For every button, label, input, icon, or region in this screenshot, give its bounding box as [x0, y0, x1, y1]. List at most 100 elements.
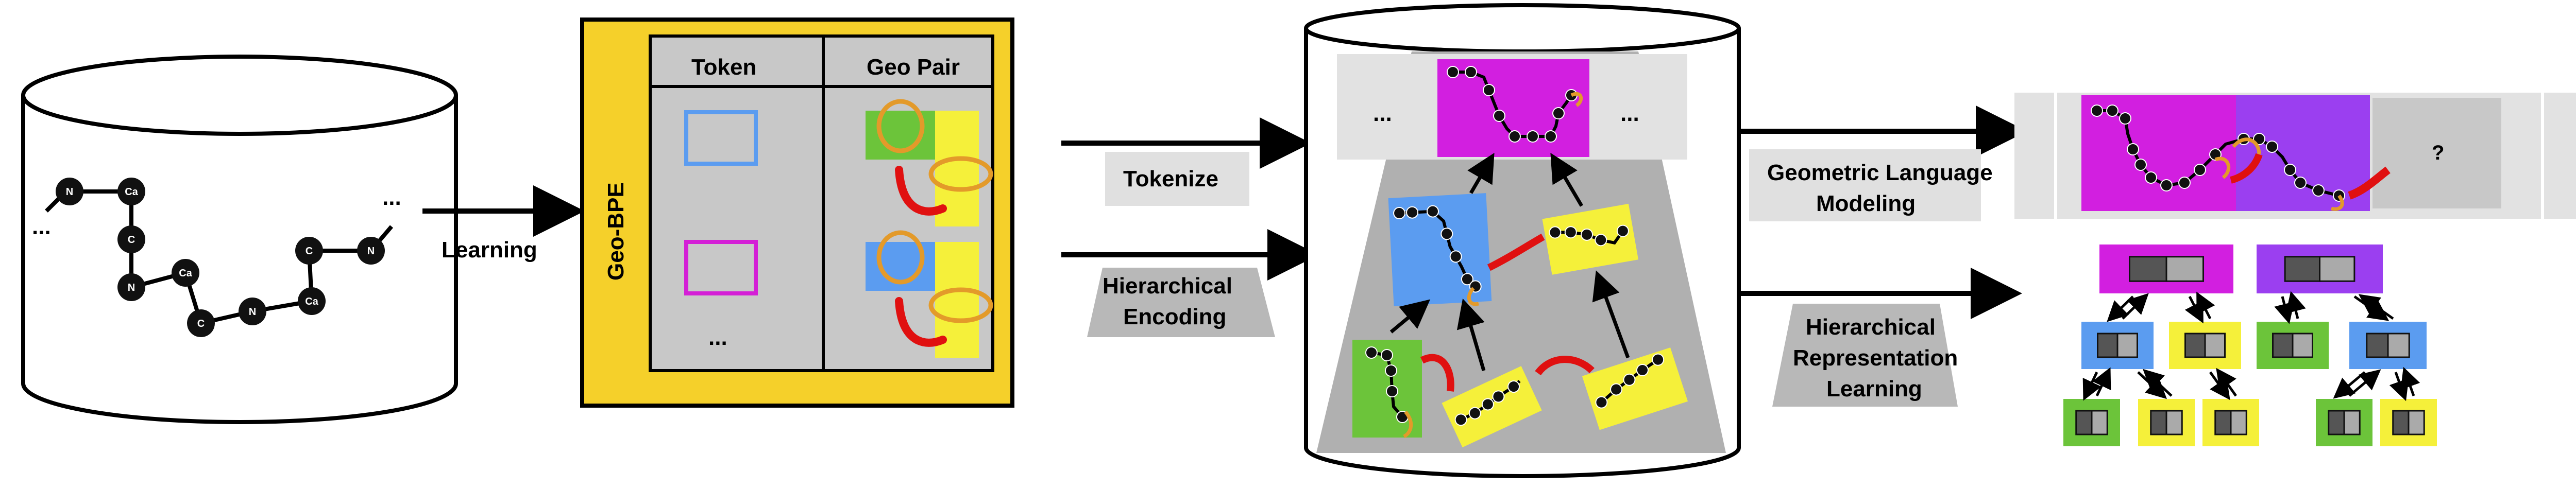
atom-dot [1454, 413, 1467, 426]
tree-leaf-yellow-3 [2380, 399, 2437, 446]
atom-dot [1483, 84, 1495, 96]
atom-label: N [128, 282, 135, 293]
atom-N: N [357, 237, 385, 265]
tree-leaf-green-2 [2316, 399, 2372, 446]
atom-dot [1365, 346, 1378, 359]
representation-tree [2063, 244, 2437, 446]
masked-token-question-mark: ? [2432, 142, 2444, 164]
atom-dot [1406, 206, 1419, 219]
atom-dot [2106, 104, 2119, 117]
atom-dot [1447, 66, 1459, 78]
tree-node-magenta [2099, 244, 2233, 293]
tree-leaf-green [2063, 399, 2120, 446]
atom-dot [1509, 130, 1521, 143]
hierarchy-ellipsis-left: ... [1373, 101, 1392, 126]
tree-node-green [2257, 322, 2329, 369]
tree-node-yellow [2169, 322, 2241, 369]
learning-label: Learning [442, 237, 537, 263]
atom-label: C [197, 318, 205, 329]
atom-dot [1381, 349, 1393, 361]
atom-dot [1623, 373, 1636, 386]
tree-node-blue-2 [2349, 322, 2427, 369]
tokenize-label: Tokenize [1123, 166, 1218, 191]
tokenize-label-box [1105, 152, 1249, 206]
atom-dot [1507, 380, 1520, 393]
token-ellipsis: ... [708, 325, 727, 350]
atom-Ca: Ca [298, 287, 326, 315]
atom-dot [2160, 179, 2173, 191]
hrl-label-1: Hierarchical [1806, 315, 1936, 340]
token-blue [684, 110, 758, 166]
atom-dot [1549, 226, 1562, 239]
atom-dot [1581, 228, 1594, 241]
atom-dot [2127, 143, 2139, 155]
atom-label: Ca [179, 268, 192, 279]
atom-N: N [239, 298, 266, 325]
tree-node-blue [2081, 322, 2154, 369]
sequence-token-masked [2372, 98, 2501, 208]
token-magenta [684, 240, 758, 295]
geo-pair-2 [866, 230, 993, 358]
yellow-token-lower-left [1442, 366, 1542, 448]
glm-label-2: Modeling [1816, 191, 1916, 216]
atom-C: C [295, 237, 323, 265]
yellow-token-lower-right [1582, 347, 1688, 430]
atom-dot [1652, 353, 1665, 366]
atom-label: N [367, 246, 375, 257]
atom-dot [1426, 205, 1439, 218]
atom-dot [1393, 207, 1406, 220]
atom-dot [2284, 164, 2296, 176]
atom-C: C [187, 309, 215, 337]
hierarchy-cylinder: ... ... [1304, 3, 1741, 478]
atom-dot [1616, 224, 1629, 237]
atom-dot [1493, 110, 1505, 122]
yellow-token-upper [1542, 203, 1638, 275]
atom-dot [1492, 390, 1505, 403]
tree-leaf-yellow [2138, 399, 2195, 446]
atom-dot [1610, 383, 1623, 396]
geo-pair-1 [866, 99, 993, 226]
atom-Ca: Ca [172, 259, 199, 287]
glm-label-box [1749, 149, 1981, 221]
atom-label: N [66, 186, 73, 198]
atom-dot [1636, 363, 1649, 376]
db-ellipsis-left: ... [32, 214, 51, 239]
atom-dot [1552, 107, 1565, 119]
top-magenta-token [1437, 59, 1589, 157]
hrl-label-box [1772, 304, 1958, 407]
hierarchy-ellipsis-right: ... [1620, 101, 1639, 126]
atom-dot [1595, 234, 1607, 247]
db-ellipsis-right: ... [382, 185, 401, 210]
atom-label: Ca [305, 296, 318, 307]
column-geo-pair-header: Geo Pair [867, 55, 960, 80]
token-sequence: ? [2014, 93, 2576, 219]
atom-dot [1527, 130, 1539, 143]
atom-label: C [128, 234, 135, 246]
atom-dot [1468, 407, 1481, 420]
atom-dot [1465, 66, 1477, 78]
atom-dot [2091, 104, 2103, 117]
atom-dot [1461, 273, 1473, 286]
atom-dot [2312, 184, 2325, 197]
atom-label: Ca [125, 186, 138, 198]
column-token-header: Token [691, 55, 756, 80]
tree-leaf-yellow-2 [2202, 399, 2259, 446]
atom-dot [1545, 130, 1557, 143]
atom-dot [2194, 164, 2206, 176]
hrl-label-3: Learning [1826, 376, 1922, 401]
atom-dot [2266, 141, 2278, 153]
atom-dot [2134, 159, 2147, 171]
hierarchical-encoding-label-2: Encoding [1123, 304, 1226, 329]
atom-dot [2294, 177, 2307, 189]
atom-dot [2178, 177, 2191, 189]
atom-dot [1564, 226, 1577, 239]
geobpe-title: Geo-BPE [603, 182, 629, 281]
atom-dot [1386, 385, 1398, 397]
atom-dot [1449, 250, 1462, 263]
blue-token [1388, 193, 1492, 306]
atom-N: N [56, 178, 83, 205]
